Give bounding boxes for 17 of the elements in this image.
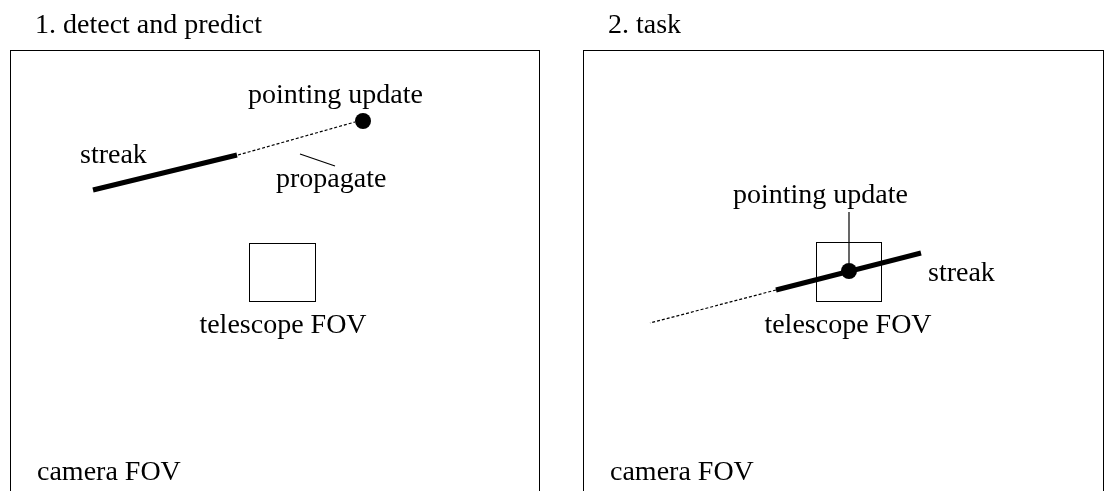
dot-label: pointing update	[248, 78, 423, 110]
streak-label: streak	[928, 256, 995, 288]
trajectory-line	[237, 121, 356, 156]
leader-line	[299, 153, 336, 167]
point-dot	[841, 263, 857, 279]
frame-label: camera FOV	[37, 455, 181, 487]
leader-line	[848, 211, 850, 264]
trajectory-line	[649, 289, 777, 324]
telescope-label: telescope FOV	[763, 308, 933, 340]
panel-heading: 1. detect and predict	[35, 8, 262, 40]
frame-label: camera FOV	[610, 455, 754, 487]
point-dot	[355, 113, 371, 129]
panel-heading: 2. task	[608, 8, 682, 40]
streak-label: streak	[80, 138, 147, 170]
callout-label: propagate	[276, 162, 387, 194]
callout-label: pointing update	[733, 178, 908, 210]
telescope-label: telescope FOV	[198, 308, 368, 340]
